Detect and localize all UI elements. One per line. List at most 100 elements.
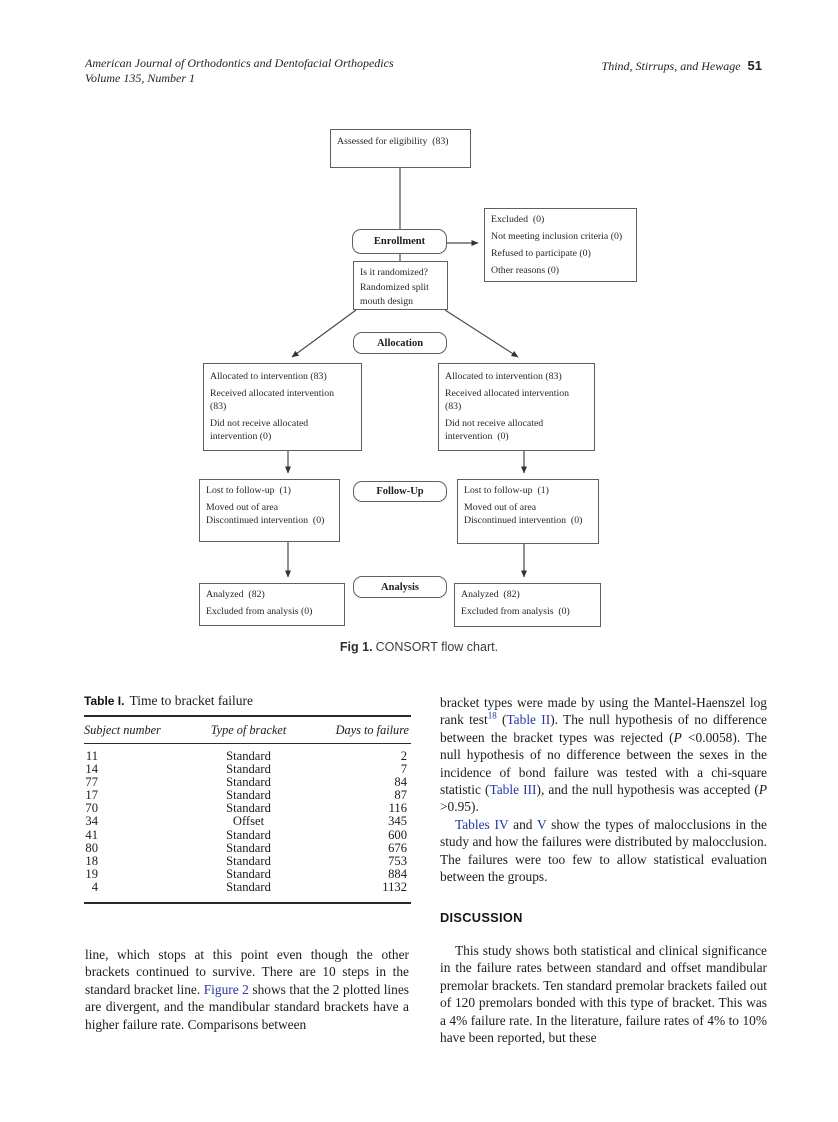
bracket-failure-table: Subject number Type of bracket Days to f… [84, 715, 411, 905]
days-to-failure-cell: 753 [388, 853, 407, 868]
arrow-randomized-alloc-right [444, 309, 519, 358]
subject-number-cell: 70 [85, 801, 98, 816]
days-to-failure-cell: 1132 [382, 879, 407, 894]
box-text-line: Lost to follow-up (1) [206, 485, 291, 496]
days-to-failure-cell: 87 [394, 788, 407, 803]
subject-number-cell: 4 [91, 879, 98, 894]
box-text-line: Analyzed (82) [461, 589, 520, 600]
box-text-line: Lost to follow-up (1) [464, 485, 549, 496]
flowchart-box-allocated-right: Allocated to intervention (83)Received a… [438, 363, 595, 451]
flowchart-box-excluded: Excluded (0) Not meeting inclusion criter… [484, 208, 637, 282]
flowchart-connectors [285, 168, 527, 578]
subject-number-cell: 34 [85, 814, 98, 829]
subject-number-cell: 80 [85, 840, 98, 855]
bracket-type-cell: Standard [226, 853, 271, 868]
flowchart-box-analyzed-left: Analyzed (82) Excluded from analysis (0) [199, 583, 345, 626]
col-header-days-to-failure: Days to failure [313, 716, 411, 744]
days-to-failure-cell: 345 [388, 814, 407, 829]
body-paragraph-statistics: bracket types were made by using the Man… [440, 695, 767, 815]
box-text-line: Received allocated intervention (83) [210, 388, 335, 412]
figure-caption: Fig 1.CONSORT flow chart. [0, 640, 838, 654]
bracket-type-cell: Standard [226, 762, 271, 777]
box-text-line: Excluded from analysis (0) [206, 606, 313, 617]
body-paragraph-discussion: This study shows both statistical and cl… [440, 942, 767, 1045]
col-header-subject-number: Subject number [84, 716, 184, 744]
bracket-type-cell: Offset [232, 814, 265, 829]
subject-number-cell: 17 [85, 788, 98, 803]
box-text-line: Not meeting inclusion criteria (0) [491, 231, 623, 242]
inline-italic: P [673, 729, 682, 745]
flowchart-box-lost-right: Lost to follow-up (1) Moved out of area D… [457, 479, 599, 544]
cross-reference-link[interactable]: Table II [506, 712, 551, 728]
cross-reference-link[interactable]: Tables IV [455, 816, 509, 832]
flowchart-box-assessed: Assessed for eligibility (83) [330, 129, 471, 168]
bracket-type-cell: Standard [226, 827, 271, 842]
right-text-column: bracket types were made by using the Man… [440, 694, 767, 1046]
figure-caption-label: Fig 1. [339, 640, 373, 654]
flowchart-box-lost-left: Lost to follow-up (1) Moved out of area D… [199, 479, 340, 542]
bracket-type-cell: Standard [226, 801, 271, 816]
flowchart-label-enrollment: Enrollment [352, 229, 447, 254]
flowchart-box-analyzed-right: Analyzed (82) Excluded from analysis (0) [454, 583, 601, 627]
days-to-failure-cell: 2 [400, 749, 407, 763]
days-to-failure-cell: 600 [388, 827, 407, 842]
table-row: 70 Standard 116 [84, 802, 411, 815]
figure-caption-text: CONSORT flow chart. [375, 640, 499, 654]
subject-number-cell: 11 [85, 749, 98, 763]
cross-reference-link[interactable]: Table III [489, 782, 537, 798]
reference-superscript-link[interactable]: 18 [487, 710, 497, 721]
bracket-type-cell: Standard [226, 879, 271, 894]
box-text-line: Excluded from analysis (0) [461, 606, 570, 617]
left-text-column: line, which stops at this point even tho… [85, 946, 409, 1033]
table-caption: Table I. Time to bracket failure [84, 692, 411, 710]
subject-number-cell: 77 [85, 775, 98, 790]
box-text-line: Moved out of area Discontinued intervent… [464, 502, 583, 526]
box-text-line: Did not receive allocated intervention (… [445, 418, 544, 442]
journal-title: American Journal of Orthodontics and Den… [85, 56, 394, 70]
subject-number-cell: 14 [85, 762, 98, 777]
consort-flowchart: Assessed for eligibility (83) Enrollment… [0, 129, 838, 654]
flowchart-label-analysis: Analysis [353, 576, 447, 598]
arrow-randomized-alloc-left [291, 309, 357, 358]
box-text-line: Excluded (0) [491, 214, 545, 225]
cross-reference-link[interactable]: V [536, 816, 547, 832]
box-text-line: Refused to participate (0) [491, 248, 591, 259]
bracket-type-cell: Standard [226, 866, 271, 881]
table-row: 17 Standard 87 [84, 789, 411, 802]
inline-italic: P [758, 782, 767, 798]
flowchart-label-followup: Follow-Up [353, 481, 447, 502]
col-header-bracket-type: Type of bracket [183, 716, 314, 744]
body-paragraph-results-continued: line, which stops at this point even tho… [85, 947, 409, 1032]
box-text-line: Allocated to intervention (83) [445, 371, 562, 382]
table-title: Time to bracket failure [129, 693, 254, 708]
days-to-failure-cell: 676 [388, 840, 407, 855]
days-to-failure-cell: 116 [388, 801, 407, 816]
box-text-line: Moved out of area Discontinued intervent… [206, 502, 325, 526]
box-text-line: Is it randomized? Randomized split mouth… [360, 267, 429, 307]
box-text-line: Did not receive allocated intervention (… [210, 418, 309, 442]
cross-reference-link[interactable]: Figure 2 [203, 981, 249, 997]
flowchart-label-allocation: Allocation [353, 332, 447, 354]
page-number: 51 [747, 58, 762, 73]
flowchart-box-randomized: Is it randomized? Randomized split mouth… [353, 261, 448, 310]
days-to-failure-cell: 884 [388, 866, 407, 881]
bracket-type-cell: Standard [226, 775, 271, 790]
box-text-line: Analyzed (82) [206, 589, 265, 600]
days-to-failure-cell: 7 [400, 762, 407, 777]
discussion-heading: DISCUSSION [440, 910, 523, 926]
table-row: 14 Standard 7 [84, 762, 411, 777]
bracket-type-cell: Standard [226, 788, 271, 803]
box-text-line: Other reasons (0) [491, 265, 560, 276]
table-row: 34 Offset 345 [84, 815, 411, 828]
table-1-block: Table I. Time to bracket failure Subject … [84, 692, 411, 905]
table-label: Table I. [84, 694, 125, 708]
table-header-row: Subject number Type of bracket Days to f… [84, 716, 411, 744]
journal-header: American Journal of Orthodontics and Den… [85, 56, 394, 86]
